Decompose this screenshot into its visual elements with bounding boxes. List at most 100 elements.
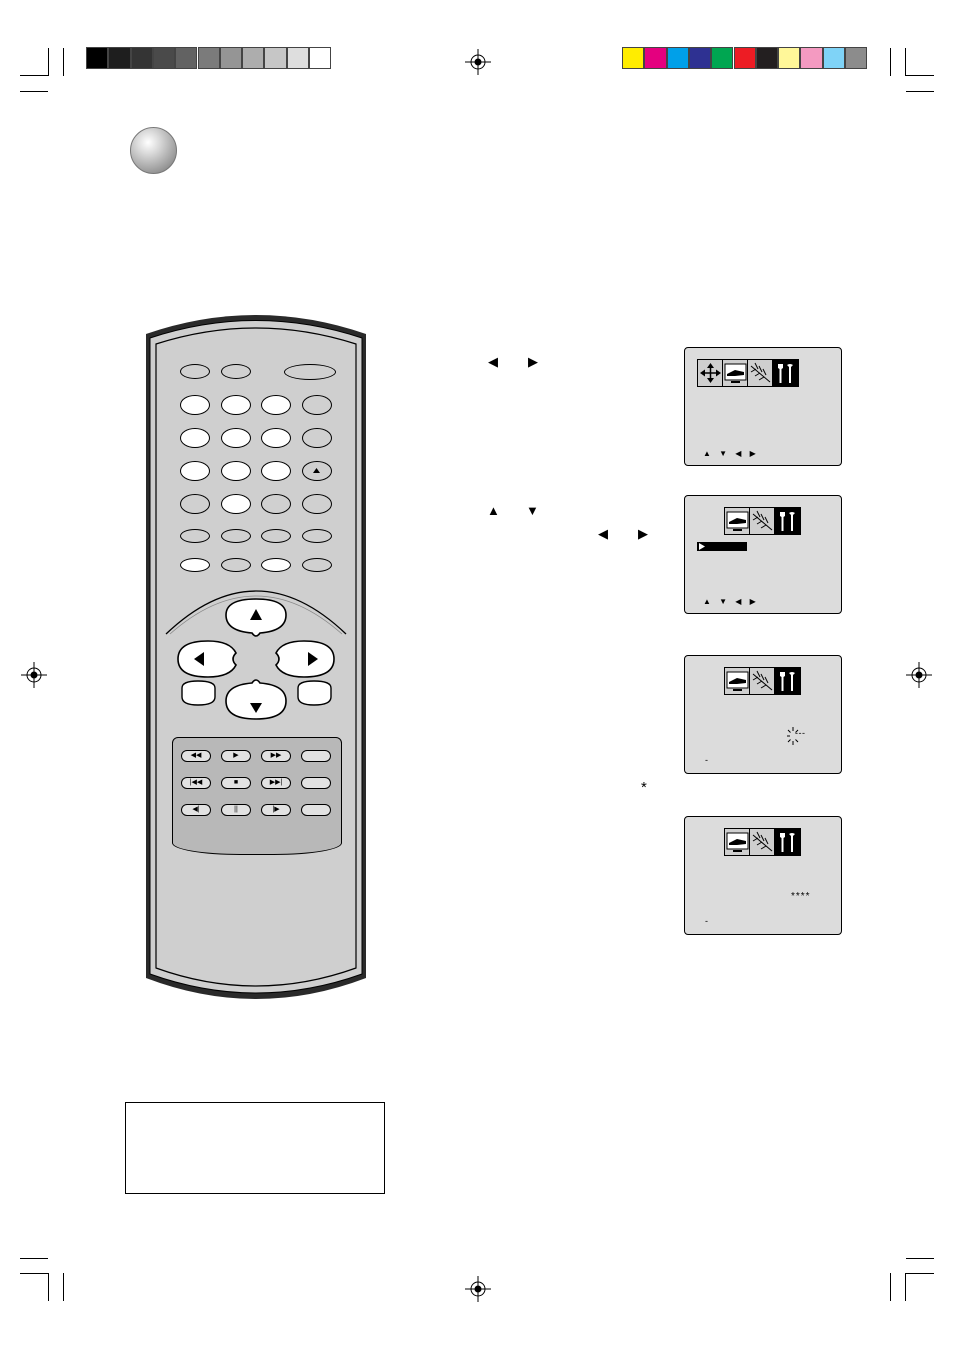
remote-button[interactable] — [261, 558, 291, 572]
remote-button[interactable] — [301, 777, 331, 789]
remote-button[interactable] — [180, 494, 210, 514]
remote-button[interactable] — [221, 558, 251, 572]
pause-button[interactable]: || — [221, 804, 251, 816]
osd-screen-3: - - - - — [684, 655, 842, 774]
down-arrow-icon: ▼ — [526, 503, 539, 518]
color-swatch — [108, 47, 131, 69]
remote-button[interactable] — [180, 428, 210, 448]
remote-button[interactable] — [261, 529, 291, 543]
picture-icon — [725, 668, 750, 694]
remote-button[interactable] — [221, 461, 251, 481]
crop-mark-tl-v — [48, 48, 49, 76]
crop-mark-tr-v2 — [890, 48, 891, 76]
menu-icon-bar — [724, 828, 801, 856]
remote-button[interactable] — [221, 395, 251, 415]
crop-mark-br-v — [905, 1273, 906, 1301]
color-swatch — [822, 47, 845, 69]
remote-button[interactable] — [302, 529, 332, 543]
color-swatch — [733, 47, 756, 69]
remote-button[interactable] — [180, 529, 210, 543]
picture-icon — [725, 829, 750, 855]
tools-icon — [773, 360, 798, 386]
color-swatch — [711, 47, 734, 69]
osd-screen-4: **** - — [684, 816, 842, 935]
play-button[interactable]: ▶ — [221, 750, 251, 762]
code-entry: - - - — [795, 728, 805, 738]
crop-mark-tl-v2 — [63, 48, 64, 76]
color-swatch — [800, 47, 823, 69]
registration-crosshair-icon — [465, 1276, 491, 1302]
remote-button[interactable] — [302, 428, 332, 448]
skip-forward-button[interactable]: ▶▶| — [261, 777, 291, 789]
remote-button[interactable] — [284, 364, 336, 380]
fast-forward-button[interactable]: ▶▶ — [261, 750, 291, 762]
osd-screen-1: ▲ ▼ ◀ ▶ — [684, 347, 842, 466]
remote-button[interactable] — [180, 364, 210, 379]
remote-button[interactable] — [301, 750, 331, 762]
antenna-icon — [750, 508, 775, 534]
color-swatch — [644, 47, 667, 69]
remote-button[interactable] — [261, 461, 291, 481]
color-swatch — [286, 47, 309, 69]
left-arrow-icon: ◀ — [598, 526, 608, 541]
crop-mark-tr-h — [906, 75, 934, 76]
remote-button[interactable] — [180, 461, 210, 481]
color-swatch — [197, 47, 220, 69]
antenna-icon — [748, 360, 773, 386]
crop-mark-br-h2 — [906, 1258, 934, 1259]
remote-button[interactable] — [221, 529, 251, 543]
color-swatch — [264, 47, 287, 69]
tools-icon — [775, 829, 800, 855]
color-swatch — [666, 47, 689, 69]
remote-button[interactable] — [180, 395, 210, 415]
remote-button[interactable] — [301, 804, 331, 816]
cursor-mark: - — [705, 755, 708, 765]
color-swatch — [688, 47, 712, 69]
remote-button[interactable] — [261, 428, 291, 448]
remote-button[interactable] — [302, 558, 332, 572]
antenna-icon — [750, 829, 775, 855]
menu-icon-bar — [724, 507, 801, 535]
color-swatch — [130, 47, 153, 69]
crop-mark-bl-v2 — [63, 1273, 64, 1301]
menu-icon-bar — [724, 667, 801, 695]
rewind-button[interactable]: ◀◀ — [181, 750, 211, 762]
right-arrow-icon: ▶ — [528, 354, 538, 369]
remote-button[interactable] — [302, 494, 332, 514]
eject-icon — [313, 468, 320, 473]
tools-icon — [775, 668, 800, 694]
crop-mark-tr-v — [905, 48, 906, 76]
color-swatch — [778, 47, 801, 69]
up-arrow-icon: ▲ — [487, 503, 500, 518]
nav-hint: ▲ ▼ ◀ ▶ — [703, 597, 759, 606]
crop-mark-tl-h — [20, 75, 48, 76]
crop-mark-bl-v — [48, 1273, 49, 1301]
tools-icon — [775, 508, 800, 534]
remote-button[interactable] — [180, 558, 210, 572]
remote-button[interactable] — [221, 494, 251, 514]
remote-button[interactable] — [261, 494, 291, 514]
crop-mark-tr-h2 — [906, 91, 934, 92]
remote-button[interactable] — [221, 364, 251, 379]
note-box — [125, 1102, 385, 1194]
color-swatch — [175, 47, 198, 69]
step-forward-button[interactable]: |▶ — [261, 804, 291, 816]
stop-button[interactable]: ■ — [221, 777, 251, 789]
color-swatch — [219, 47, 243, 69]
skip-back-button[interactable]: |◀◀ — [181, 777, 211, 789]
registration-crosshair-icon — [21, 662, 47, 688]
cursor-mark: - — [705, 916, 708, 926]
remote-button[interactable] — [221, 428, 251, 448]
remote-button[interactable] — [302, 395, 332, 415]
step-back-button[interactable]: ◀| — [181, 804, 211, 816]
remote-eject-button[interactable] — [302, 461, 332, 481]
masked-code: **** — [791, 891, 811, 902]
remote-button[interactable] — [261, 395, 291, 415]
remote-dpad[interactable] — [140, 593, 372, 733]
crop-mark-bl-h — [20, 1273, 48, 1274]
left-arrow-icon: ◀ — [488, 354, 498, 369]
picture-icon — [725, 508, 750, 534]
picture-icon — [723, 360, 748, 386]
gray-sphere-icon — [130, 127, 177, 174]
move-arrows-icon — [698, 360, 723, 386]
